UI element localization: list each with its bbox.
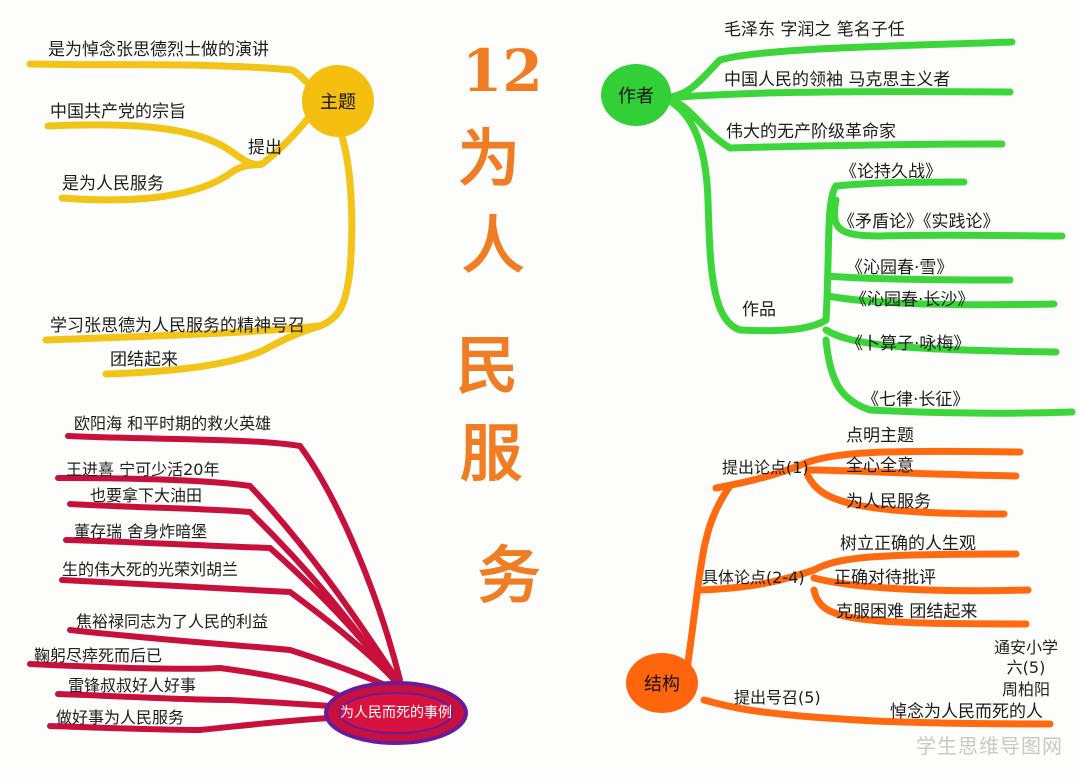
title-char-2: 人 — [462, 209, 525, 282]
example-item: 欧阳海 和平时期的救火英雄 — [74, 414, 272, 433]
example-item: 也要拿下大油田 — [90, 486, 203, 505]
example-item: 鞠躬尽瘁死而后已 — [34, 646, 163, 665]
structure-item: 全心全意 — [846, 456, 914, 476]
structure-group-label: 提出号召(5) — [734, 688, 821, 707]
watermark: 学生思维导图网 — [916, 734, 1063, 758]
structure-item: 点明主题 — [846, 426, 914, 446]
theme-item: 是为悼念张思德烈士做的演讲 — [48, 40, 269, 60]
author-item: 伟大的无产阶级革命家 — [726, 122, 896, 142]
examples-node: 为人民而死的事例 — [340, 705, 452, 721]
theme-node-shape — [302, 65, 374, 137]
examples-branches — [27, 433, 407, 734]
work-item: 《沁园春·长沙》 — [850, 290, 975, 310]
structure-branches — [680, 447, 1054, 728]
structure-item: 克服困难 团结起来 — [836, 602, 978, 622]
structure-item: 为人民服务 — [846, 492, 931, 512]
title-char-5: 务 — [478, 539, 541, 612]
theme-item: 中国共产党的宗旨 — [50, 102, 186, 122]
work-item: 《矛盾论》《实践论》 — [838, 212, 1000, 232]
theme-item: 是为人民服务 — [62, 174, 164, 194]
example-item: 生的伟大死的光荣刘胡兰 — [62, 560, 239, 579]
work-item: 《卜算子·咏梅》 — [846, 334, 971, 354]
author-item: 中国人民的领袖 马克思主义者 — [724, 70, 951, 90]
author-branches — [660, 38, 1076, 417]
author-node-shape — [601, 64, 671, 126]
title-char-3: 民 — [456, 329, 519, 402]
structure-node-shape — [626, 653, 698, 713]
structure-group-label: 具体论点(2-4) — [702, 568, 805, 587]
theme-branches — [26, 60, 356, 378]
author-item: 毛泽东 字润之 笔名子任 — [724, 20, 905, 40]
theme-node: 主题 — [320, 92, 356, 113]
author-node: 作者 — [618, 86, 654, 107]
title-char-4: 服 — [460, 417, 523, 490]
signature-name: 周柏阳 — [1001, 680, 1050, 699]
work-item: 《论持久战》 — [840, 162, 942, 182]
structure-node: 结构 — [644, 674, 680, 695]
signature-class: 六(5) — [1006, 658, 1046, 677]
structure-item: 正确对待批评 — [834, 568, 936, 588]
works-label: 作品 — [742, 300, 776, 320]
structure-group-label: 提出论点(1) — [722, 458, 809, 477]
theme-item: 团结起来 — [110, 350, 178, 370]
example-item: 董存瑞 舍身炸暗堡 — [74, 522, 208, 541]
title-char-1: 为 — [458, 122, 521, 195]
example-item: 做好事为人民服务 — [56, 708, 185, 727]
work-item: 《七律·长征》 — [862, 390, 970, 410]
propose-label: 提出 — [248, 138, 282, 158]
theme-item: 学习张思德为人民服务的精神号召 — [50, 316, 305, 336]
title-number: 12 — [462, 37, 543, 105]
signature-school: 通安小学 — [993, 638, 1058, 657]
structure-item: 树立正确的人生观 — [840, 534, 976, 554]
work-item: 《沁园春·雪》 — [846, 258, 954, 278]
example-item: 雷锋叔叔好人好事 — [68, 676, 197, 695]
example-item: 焦裕禄同志为了人民的利益 — [76, 612, 269, 631]
example-item: 王进喜 宁可少活20年 — [66, 460, 220, 479]
structure-item: 悼念为人民而死的人 — [890, 702, 1043, 722]
